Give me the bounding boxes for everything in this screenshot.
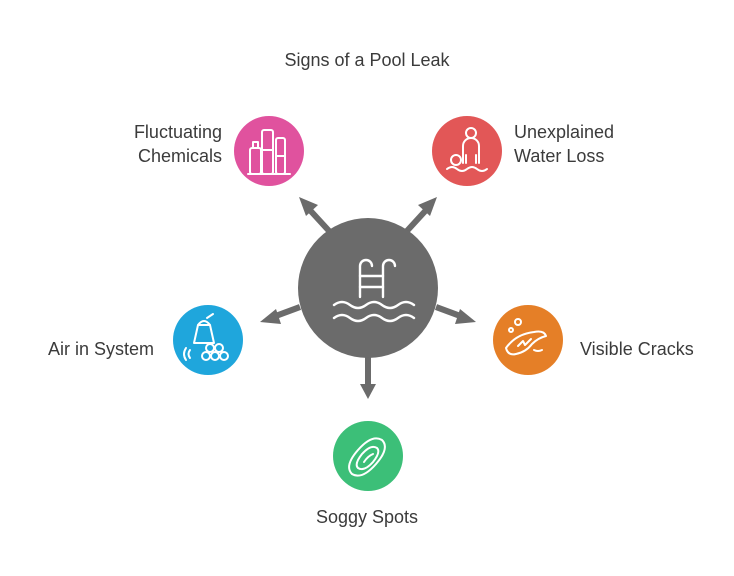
node-fluctuating-chemicals [234,116,304,186]
label-line: Soggy Spots [315,507,419,527]
pool-ladder-icon [332,258,416,323]
node-unexplained-water-loss [432,116,502,186]
label-unexplained-water-loss: Unexplained Water Loss [514,120,614,168]
diagram-title: Signs of a Pool Leak [284,50,450,70]
chemical-tanks-icon [247,129,291,175]
label-line: Fluctuating [133,122,222,142]
soggy-pad-icon [348,437,386,477]
arrows [260,197,476,399]
arrow-to-soggy [360,356,376,399]
arrow-to-water-loss [403,197,437,235]
cracked-surface-icon [505,318,547,356]
node-visible-cracks [493,305,563,375]
label-soggy-spots: Soggy Spots [0,505,734,529]
label-visible-cracks: Visible Cracks [580,337,694,361]
label-line: Water Loss [514,146,605,166]
arrow-to-chemicals [299,197,333,235]
label-line: Unexplained [514,122,615,142]
arrow-to-cracks [434,304,476,324]
label-air-in-system: Air in System [20,337,154,361]
node-air-in-system [173,305,243,375]
center-node [298,218,438,358]
label-fluctuating-chemicals: Fluctuating Chemicals [100,120,222,168]
arrow-to-air [260,304,302,324]
label-line: Chemicals [137,146,222,166]
label-line: Visible Cracks [580,339,694,359]
person-in-water-icon [446,127,488,172]
label-line: Air in System [47,339,154,359]
node-soggy-spots [333,421,403,491]
air-bubbles-icon [183,313,229,361]
